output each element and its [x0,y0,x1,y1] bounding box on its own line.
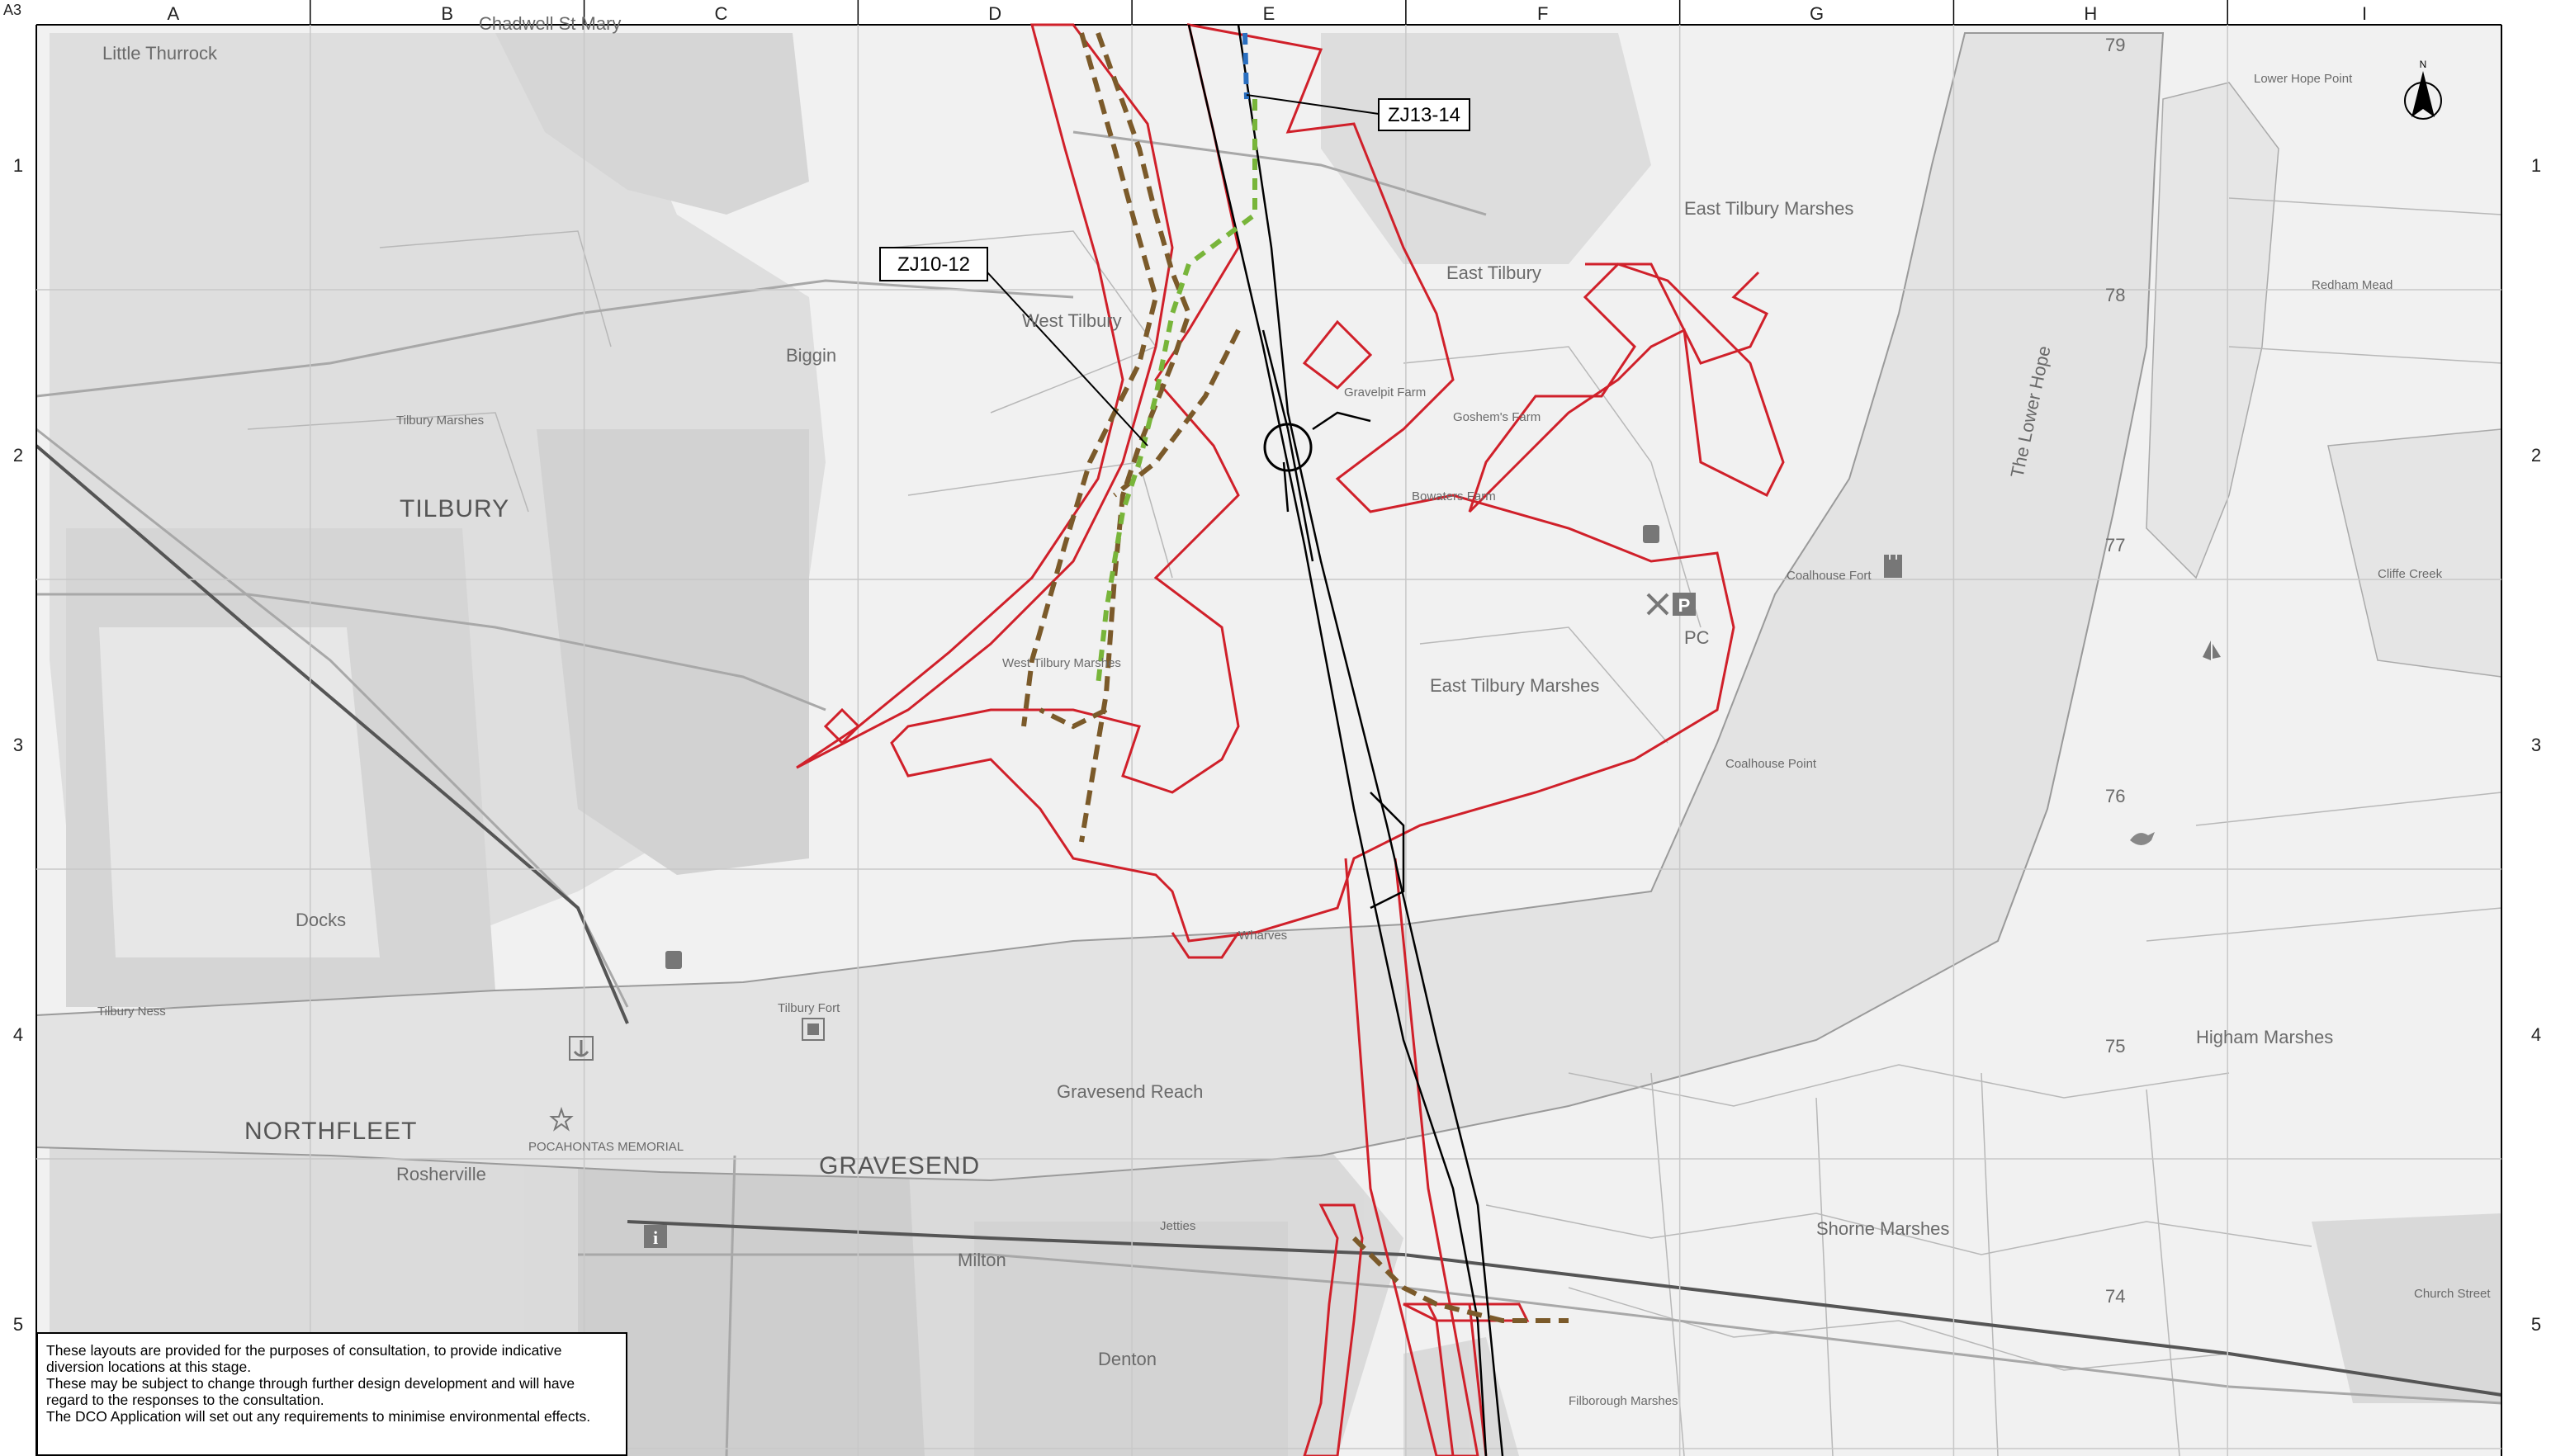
castle-icon [1884,555,1902,578]
label-docks: Docks [296,910,346,930]
northing-77: 77 [2105,535,2125,555]
label-shorne-marshes: Shorne Marshes [1816,1218,1949,1239]
northing-labels: 79 78 77 76 75 74 [2105,35,2125,1307]
label-east-tilbury: East Tilbury [1446,262,1541,283]
label-cliffe-creek: Cliffe Creek [2378,567,2443,581]
label-pocahontas-memorial: POCAHONTAS MEMORIAL [528,1140,684,1154]
grid-lines [35,24,2502,1456]
northing-75: 75 [2105,1036,2125,1057]
grid-column-label-e: E [1263,3,1276,24]
label-tilbury: TILBURY [400,495,509,522]
grid-row-label-3-left: 3 [13,735,23,755]
urban-areas [50,33,2501,1456]
grid-row-label-4-left: 4 [13,1024,23,1045]
grid-column-label-h: H [2084,3,2097,24]
roads [35,130,2502,1456]
order-limits-boundary [796,23,1785,1456]
label-gravesend: GRAVESEND [819,1152,980,1179]
label-coalhouse-point: Coalhouse Point [1725,757,1817,771]
label-rosherville: Rosherville [396,1164,486,1184]
route-alignment [1187,24,1504,1456]
callout-zj10-12[interactable]: ZJ10-12 [879,247,1148,447]
svg-text:N: N [2420,59,2427,70]
label-biggin: Biggin [786,345,836,366]
label-higham-marshes: Higham Marshes [2196,1027,2333,1047]
grid-row-label-5-right: 5 [2531,1314,2541,1335]
grid-column-label-c: C [714,3,727,24]
diversion-routes [1021,31,1569,1323]
grid-column-label-b: B [441,3,453,24]
information-icon: i [644,1225,667,1248]
picnic-icon [1646,593,1669,616]
label-gravesend-reach: Gravesend Reach [1057,1081,1203,1102]
consultation-disclaimer: These layouts are provided for the purpo… [36,1332,627,1456]
label-gravelpit-farm: Gravelpit Farm [1344,385,1426,399]
star-icon [549,1106,574,1132]
grid-row-label-4-right: 4 [2531,1024,2541,1045]
label-west-tilbury: West Tilbury [1022,310,1122,331]
svg-text:P: P [1678,595,1691,616]
disclaimer-line-2: These may be subject to change through f… [46,1375,575,1408]
label-east-tilbury-marshes-north: East Tilbury Marshes [1684,198,1853,219]
label-tilbury-ness: Tilbury Ness [97,1005,166,1019]
marsh-water [2146,82,2279,579]
north-arrow-icon: N [2404,59,2442,120]
svg-text:i: i [653,1227,658,1248]
label-chadwell-st-mary: Chadwell St Mary [479,13,621,34]
label-tilbury-marshes: Tilbury Marshes [396,414,484,428]
label-redham-mead: Redham Mead [2312,278,2393,292]
label-pc: PC [1684,627,1710,648]
grid-row-label-5-left: 5 [13,1314,23,1335]
bird-icon [2130,832,2155,845]
label-bowaters-farm: Bowaters Farm [1412,489,1496,503]
grid-column-label-d: D [988,3,1001,24]
northing-74: 74 [2105,1286,2125,1307]
grid-row-label-2-left: 2 [13,445,23,466]
fort-site-icon [802,1018,825,1041]
callout-zj10-12-label: ZJ10-12 [897,253,970,276]
label-little-thurrock: Little Thurrock [102,43,218,64]
label-church-street: Church Street [2414,1287,2491,1301]
grid-row-label-1-left: 1 [13,155,23,176]
label-west-tilbury-marshes: West Tilbury Marshes [1002,656,1121,670]
field-boundaries [247,197,2502,1456]
label-coalhouse-fort: Coalhouse Fort [1787,569,1872,583]
callout-zj13-14-label: ZJ13-14 [1388,104,1460,126]
boat-icon [2203,641,2221,660]
label-tilbury-fort: Tilbury Fort [778,1001,840,1015]
grid-row-label-2-right: 2 [2531,445,2541,466]
label-lower-hope-point: Lower Hope Point [2254,72,2353,86]
grid-column-label-g: G [1810,3,1824,24]
label-wharves: Wharves [1238,929,1287,943]
railway [35,444,2502,1397]
label-northfleet: NORTHFLEET [244,1118,417,1145]
grid-row-label-3-right: 3 [2531,735,2541,755]
grid-columns: A B C D E F G H I [168,0,2367,1456]
fuel-icon [1643,525,1659,543]
disclaimer-line-1: These layouts are provided for the purpo… [46,1342,562,1375]
anchor-icon [569,1036,594,1061]
label-filborough-marshes: Filborough Marshes [1569,1394,1678,1408]
grid-column-label-f: F [1537,3,1548,24]
label-denton: Denton [1098,1349,1157,1369]
label-east-tilbury-marshes: East Tilbury Marshes [1430,675,1599,696]
grid-column-label-i: I [2362,3,2367,24]
northing-79: 79 [2105,35,2125,55]
label-jetties: Jetties [1160,1219,1195,1233]
grid-column-label-a: A [168,3,180,24]
label-goshems-farm: Goshem's Farm [1453,410,1541,424]
disclaimer-line-3: The DCO Application will set out any req… [46,1408,591,1425]
northing-76: 76 [2105,786,2125,806]
callout-zj13-14[interactable]: ZJ13-14 [1246,94,1470,131]
grid-row-label-1-right: 1 [2531,155,2541,176]
sheet-size-label: A3 [3,2,21,18]
place-labels: Little Thurrock Chadwell St Mary TILBURY… [97,13,2491,1408]
northing-78: 78 [2105,285,2125,305]
river-thames [35,32,2165,1182]
parking-icon: P [1673,593,1696,616]
fuel-icon [665,951,682,969]
label-milton: Milton [958,1250,1006,1270]
